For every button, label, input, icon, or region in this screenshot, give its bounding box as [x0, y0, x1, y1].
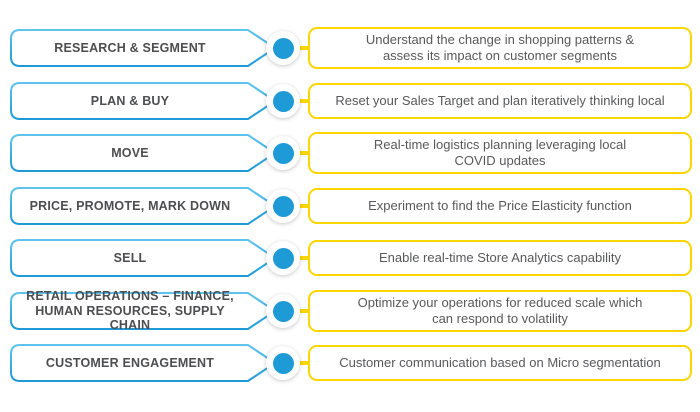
node-dot-icon — [272, 195, 294, 217]
stage-arrow: PLAN & BUY — [10, 82, 276, 120]
process-row: MOVE Real-time logistics planning levera… — [0, 132, 700, 174]
stage-arrow: CUSTOMER ENGAGEMENT — [10, 344, 276, 382]
arrow-outline-icon — [10, 292, 276, 330]
node-dot-icon — [272, 247, 294, 269]
connector-node — [266, 31, 300, 65]
stage-label: RESEARCH & SEGMENT — [54, 40, 206, 55]
arrow-outline-icon — [10, 187, 276, 225]
description-box: Optimize your operations for reduced sca… — [308, 290, 692, 332]
arrow-outline-icon — [10, 134, 276, 172]
description-text: Understand the change in shopping patter… — [365, 32, 635, 63]
connector-node — [266, 294, 300, 328]
process-row: RETAIL OPERATIONS – FINANCE, HUMAN RESOU… — [0, 289, 700, 333]
process-row: PLAN & BUY Reset your Sales Target and p… — [0, 82, 700, 120]
stage-label: PRICE, PROMOTE, MARK DOWN — [29, 198, 231, 213]
stage-arrow: SELL — [10, 239, 276, 277]
description-text: Experiment to find the Price Elasticity … — [368, 198, 632, 213]
description-text: Reset your Sales Target and plan iterati… — [335, 93, 665, 108]
connector-node — [266, 84, 300, 118]
node-dot-icon — [272, 352, 294, 374]
description-box: Enable real-time Store Analytics capabil… — [308, 240, 692, 276]
connector-node — [266, 346, 300, 380]
process-row: PRICE, PROMOTE, MARK DOWN Experiment to … — [0, 187, 700, 225]
arrow-outline-icon — [10, 344, 276, 382]
description-text: Real-time logistics planning leveraging … — [373, 137, 627, 168]
description-box: Understand the change in shopping patter… — [308, 27, 692, 69]
process-row: CUSTOMER ENGAGEMENT Customer communicati… — [0, 344, 700, 382]
description-box: Real-time logistics planning leveraging … — [308, 132, 692, 174]
stage-label: RETAIL OPERATIONS – FINANCE, HUMAN RESOU… — [26, 289, 234, 333]
arrow-outline-icon — [10, 82, 276, 120]
stage-arrow: RETAIL OPERATIONS – FINANCE, HUMAN RESOU… — [10, 289, 276, 333]
description-text: Optimize your operations for reduced sca… — [357, 295, 643, 326]
description-box: Reset your Sales Target and plan iterati… — [308, 83, 692, 119]
node-dot-icon — [272, 300, 294, 322]
stage-arrow: MOVE — [10, 134, 276, 172]
description-box: Experiment to find the Price Elasticity … — [308, 188, 692, 224]
stage-arrow: PRICE, PROMOTE, MARK DOWN — [10, 187, 276, 225]
node-dot-icon — [272, 37, 294, 59]
stage-label: PLAN & BUY — [90, 93, 170, 108]
connector-node — [266, 189, 300, 223]
connector-node — [266, 241, 300, 275]
process-row: RESEARCH & SEGMENT Understand the change… — [0, 27, 700, 69]
stage-arrow: RESEARCH & SEGMENT — [10, 29, 276, 67]
stage-label: SELL — [113, 250, 147, 265]
description-text: Customer communication based on Micro se… — [339, 355, 661, 370]
node-dot-icon — [272, 90, 294, 112]
description-box: Customer communication based on Micro se… — [308, 345, 692, 381]
node-dot-icon — [272, 142, 294, 164]
process-row: SELL Enable real-time Store Analytics ca… — [0, 239, 700, 277]
arrow-outline-icon — [10, 29, 276, 67]
connector-node — [266, 136, 300, 170]
stage-label: MOVE — [111, 145, 149, 160]
arrow-outline-icon — [10, 239, 276, 277]
stage-label: CUSTOMER ENGAGEMENT — [45, 355, 215, 370]
description-text: Enable real-time Store Analytics capabil… — [378, 250, 622, 265]
